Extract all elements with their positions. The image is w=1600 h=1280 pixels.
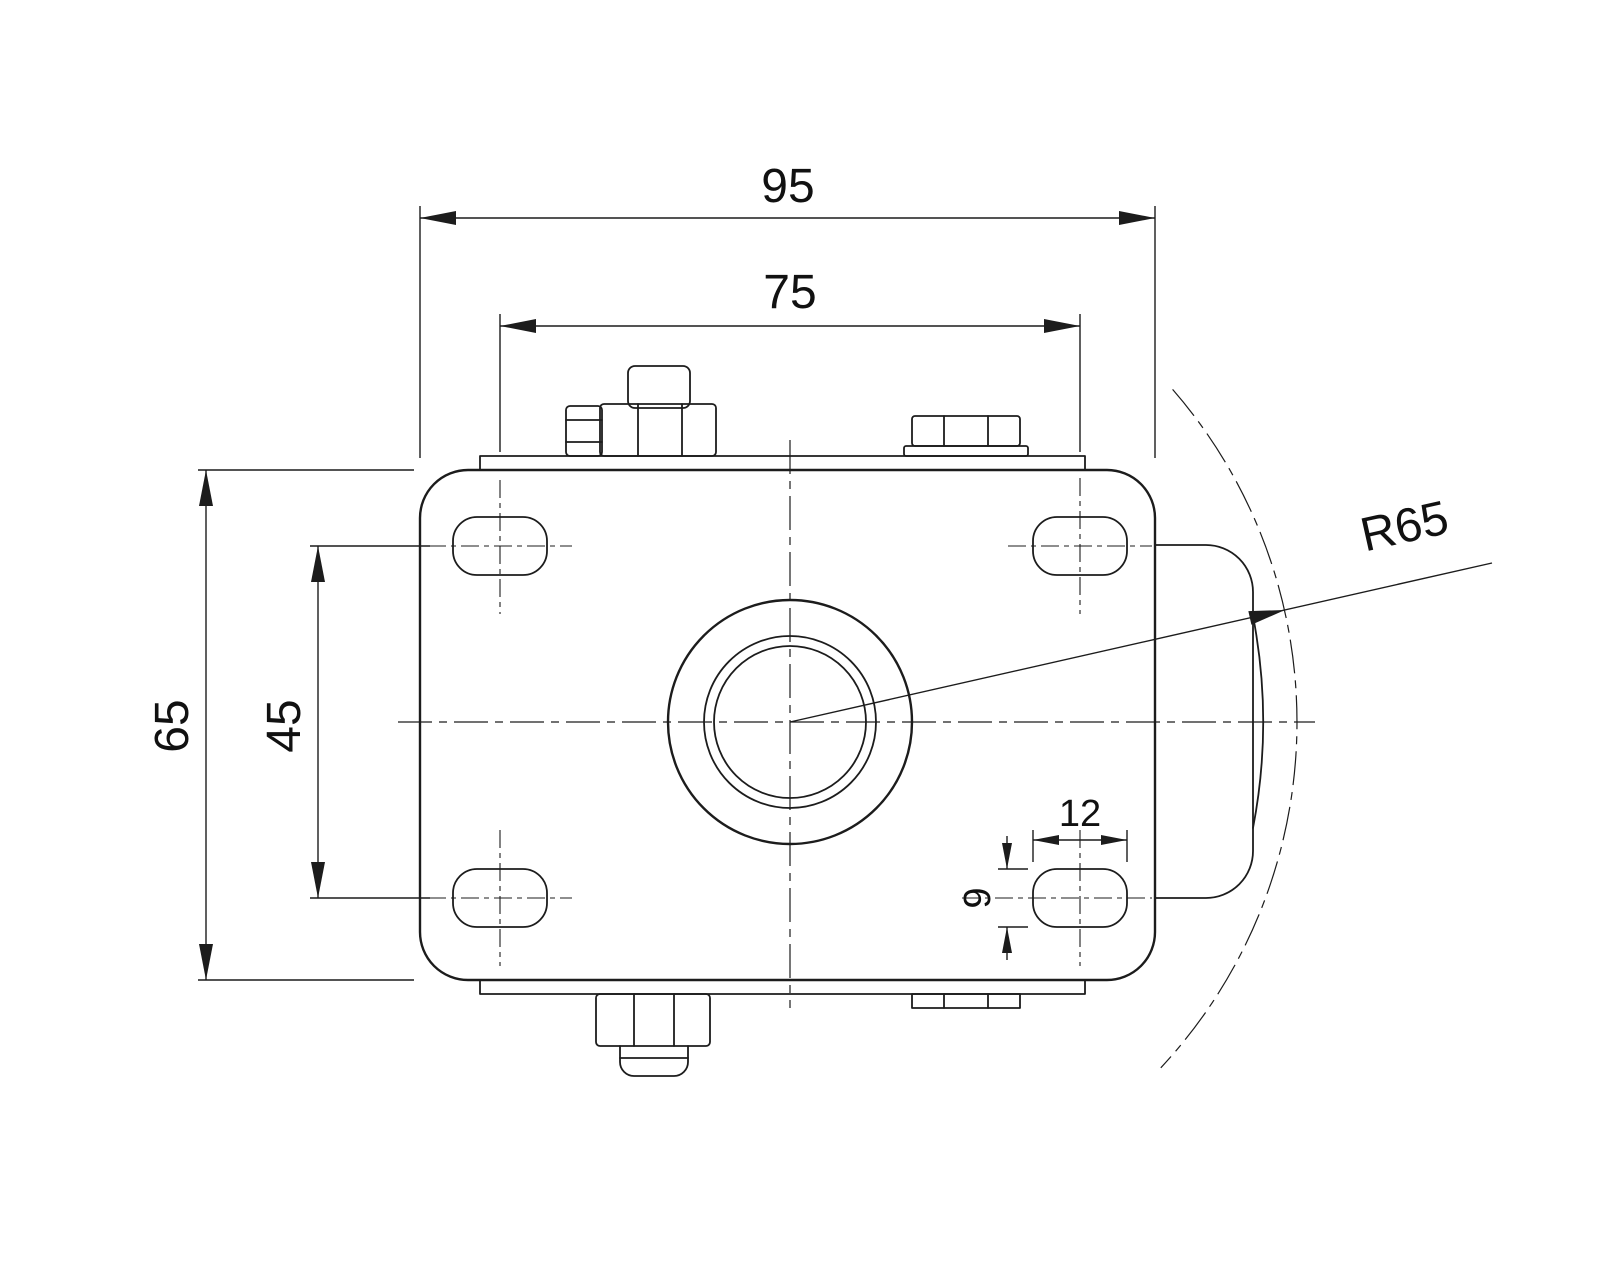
- dim-45-extension-lines: [310, 545, 430, 899]
- dim-75-arrow-left: [500, 319, 536, 333]
- slot-centerline-top-left: [428, 480, 572, 614]
- side-nut-top-left: [565, 405, 603, 457]
- dim-9-arrow-bottom: [1002, 927, 1012, 953]
- dim-75-label: 75: [763, 266, 816, 319]
- side-nut-top-left-lines: [565, 419, 603, 443]
- bottom-hardware: [479, 979, 1086, 1077]
- dim-12-extension-lines: [1032, 830, 1128, 862]
- slot-centerline-bottom-left: [428, 830, 572, 966]
- slots-group: [428, 478, 1152, 966]
- dim-65-label: 65: [146, 699, 199, 752]
- dim-r65-arrow: [1248, 610, 1285, 625]
- dim-75-extension-lines: [499, 314, 1081, 452]
- slot-centerline-bottom-right: [962, 830, 1152, 966]
- dim-75-arrow-right: [1044, 319, 1080, 333]
- dim-9-extension-lines: [998, 868, 1028, 928]
- bolt-head-top-left: [627, 365, 691, 409]
- dim-95-arrow-right: [1119, 211, 1155, 225]
- dim-12-arrow-left: [1033, 835, 1059, 845]
- wheel-radius-arc: [1160, 389, 1298, 1069]
- dim-65-arrow-bottom: [199, 944, 213, 980]
- slot-centerline-top-right: [1008, 478, 1152, 614]
- hex-nut-bottom-left: [595, 993, 711, 1047]
- top-strip: [479, 455, 1086, 471]
- dim-65-arrow-top: [199, 470, 213, 506]
- plate-group: [418, 468, 1157, 982]
- dim-overall-height: 65: [146, 469, 414, 981]
- dim-45-arrow-bottom: [311, 862, 325, 898]
- bottom-strip: [479, 979, 1086, 995]
- dim-overall-width: 95: [419, 160, 1156, 458]
- dim-r65-leader-line: [789, 562, 1493, 723]
- centerlines-group: [398, 440, 1315, 1008]
- washer-top-right: [903, 445, 1029, 457]
- dim-slot-length: 12: [1032, 793, 1128, 862]
- dim-9-label: 9: [957, 887, 999, 908]
- hex-nut-bottom-left-facets: [633, 993, 675, 1047]
- dim-12-arrow-right: [1101, 835, 1127, 845]
- hex-nut-bottom-right: [911, 993, 1021, 1009]
- dim-9-arrow-top: [1002, 843, 1012, 869]
- hex-nut-top-right-facets: [943, 415, 989, 447]
- dim-bolt-spacing-width: 75: [499, 266, 1081, 452]
- plate-outline: [418, 468, 1157, 982]
- dim-45-arrow-top: [311, 546, 325, 582]
- hex-nut-bottom-right-facets: [943, 993, 989, 1009]
- dim-95-label: 95: [761, 160, 814, 213]
- hex-nut-top-left-facets: [637, 403, 683, 457]
- bolt-tip-bottom-left: [619, 1045, 689, 1077]
- dim-12-label: 12: [1059, 793, 1101, 835]
- hex-nut-top-left: [599, 403, 717, 457]
- dim-bolt-spacing-height: 45: [258, 545, 430, 899]
- dim-95-arrow-left: [420, 211, 456, 225]
- dim-95-extension-lines: [419, 206, 1156, 458]
- top-hardware: [479, 365, 1086, 471]
- dim-slot-width: 9: [957, 836, 1028, 960]
- dim-65-extension-lines: [198, 469, 414, 981]
- dim-45-label: 45: [258, 699, 311, 752]
